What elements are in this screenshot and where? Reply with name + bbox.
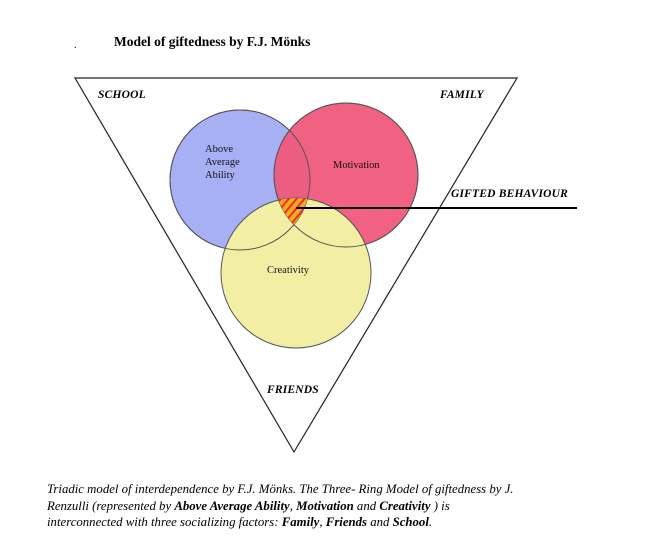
caption-motivation: Motivation — [296, 498, 354, 513]
label-friends: FRIENDS — [267, 384, 319, 396]
ability-label-line-2: Average — [205, 157, 240, 168]
caption-family: Family — [281, 515, 320, 529]
caption-text-2a: Renzulli (represented by — [47, 498, 175, 513]
label-school: SCHOOL — [98, 89, 146, 101]
caption-text-2e: and — [353, 498, 380, 513]
caption-ability: Above Average Ability — [174, 498, 290, 513]
ring-motivation-outline — [273, 102, 419, 248]
figure-caption: Triadic model of interdependence by F.J.… — [47, 481, 637, 531]
creativity-label: Creativity — [267, 265, 309, 276]
caption-text-1: Triadic model of interdependence by F.J.… — [47, 482, 514, 496]
stray-dot: . — [74, 40, 77, 51]
caption-text-3g: . — [428, 515, 433, 529]
caption-text-3e: and — [367, 515, 393, 529]
label-family: FAMILY — [440, 89, 484, 101]
caption-school: School — [392, 515, 429, 529]
caption-friends: Friends — [325, 515, 368, 529]
caption-text-2g: ) is — [430, 498, 450, 513]
caption-line-2: Renzulli (represented by Above Average A… — [47, 498, 637, 515]
socializing-triangle — [73, 77, 519, 454]
diagram-title: Model of giftedness by F.J. Mönks — [114, 34, 311, 49]
ability-label-line-1: Above — [205, 144, 233, 155]
motivation-label: Motivation — [333, 160, 380, 171]
ability-label-line-3: Ability — [205, 170, 235, 181]
label-gifted-behaviour: GIFTED BEHAVIOUR — [451, 188, 569, 200]
caption-line-1: Triadic model of interdependence by F.J.… — [47, 481, 637, 498]
caption-creativity: Creativity — [379, 498, 431, 513]
ring-ability-outline — [169, 109, 311, 251]
giftedness-model-diagram — [73, 77, 577, 454]
caption-text-3c: , — [319, 515, 326, 529]
caption-text-3a: interconnected with three socializing fa… — [47, 515, 282, 529]
caption-line-3: interconnected with three socializing fa… — [47, 514, 637, 531]
caption-text-2c: , — [289, 498, 297, 513]
ability-label: Above Average Ability — [205, 143, 240, 182]
